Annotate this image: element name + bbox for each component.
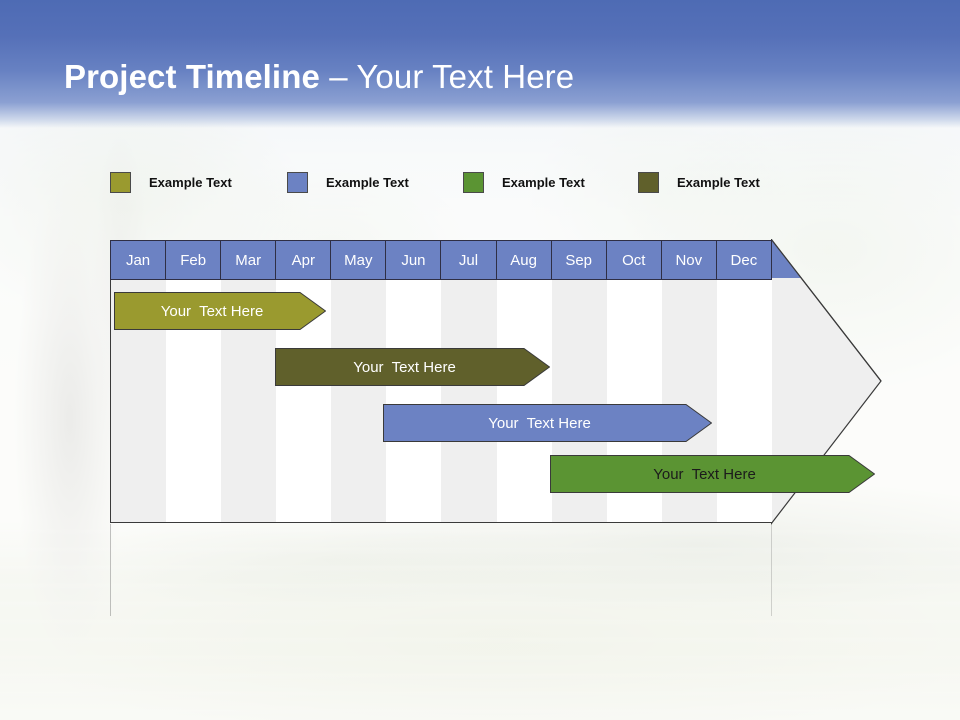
legend-swatch-icon bbox=[638, 171, 659, 193]
legend: Example Text Example Text Example Text Exam… bbox=[110, 170, 850, 194]
title-separator: – bbox=[319, 58, 357, 95]
task-bar-label: Your Text Here bbox=[653, 465, 756, 483]
legend-item[interactable]: Example Text bbox=[287, 170, 409, 194]
right-guide-line bbox=[771, 524, 772, 616]
legend-swatch-icon bbox=[463, 171, 484, 193]
month-header-cell[interactable]: Nov bbox=[661, 240, 717, 280]
month-header-cell[interactable]: Jun bbox=[386, 240, 442, 280]
legend-item[interactable]: Example Text bbox=[638, 170, 760, 194]
month-header-cell[interactable]: May bbox=[331, 240, 387, 280]
legend-item[interactable]: Example Text bbox=[110, 170, 232, 194]
task-bar-label: Your Text Here bbox=[160, 302, 264, 320]
title-band bbox=[0, 0, 960, 128]
legend-item[interactable]: Example Text bbox=[463, 170, 585, 194]
legend-label: Example Text bbox=[149, 174, 232, 190]
title-bold-part: Project Timeline bbox=[64, 58, 320, 95]
left-guide-line bbox=[110, 524, 111, 616]
timeline-column bbox=[386, 280, 442, 522]
timeline-column bbox=[331, 280, 387, 522]
task-bar[interactable]: Your Text Here bbox=[275, 348, 550, 386]
title-light-part: Your Text Here bbox=[356, 58, 575, 95]
task-bar-shape bbox=[114, 292, 326, 330]
task-bar[interactable]: Your Text Here bbox=[114, 292, 326, 330]
month-header-cell[interactable]: Mar bbox=[221, 240, 277, 280]
month-header-cell[interactable]: Oct bbox=[606, 240, 662, 280]
month-header-cell[interactable]: Aug bbox=[496, 240, 552, 280]
month-header-cell[interactable]: Dec bbox=[716, 240, 772, 280]
month-header-cell[interactable]: Jul bbox=[441, 240, 497, 280]
background-haze bbox=[0, 520, 960, 720]
month-header-cell[interactable]: Jan bbox=[110, 240, 167, 280]
task-bar-label: Your Text Here bbox=[353, 358, 456, 376]
legend-swatch-icon bbox=[110, 171, 131, 193]
legend-label: Example Text bbox=[677, 174, 760, 190]
month-header-cell[interactable]: Apr bbox=[276, 240, 332, 280]
task-bar-label: Your Text Here bbox=[488, 414, 591, 432]
task-bar-shape bbox=[275, 348, 550, 386]
task-bar-shape bbox=[550, 455, 875, 493]
task-bar[interactable]: Your Text Here bbox=[550, 455, 875, 493]
month-header-cell[interactable]: Feb bbox=[166, 240, 222, 280]
month-header-cell[interactable]: Sep bbox=[551, 240, 607, 280]
task-bar[interactable]: Your Text Here bbox=[383, 404, 712, 442]
timeline-column bbox=[441, 280, 497, 522]
page-title: Project Timeline – Your Text Here bbox=[64, 58, 574, 96]
legend-label: Example Text bbox=[502, 174, 585, 190]
timeline-column bbox=[496, 280, 552, 522]
legend-swatch-icon bbox=[287, 171, 308, 193]
legend-label: Example Text bbox=[326, 174, 409, 190]
task-bar-shape bbox=[383, 404, 712, 442]
